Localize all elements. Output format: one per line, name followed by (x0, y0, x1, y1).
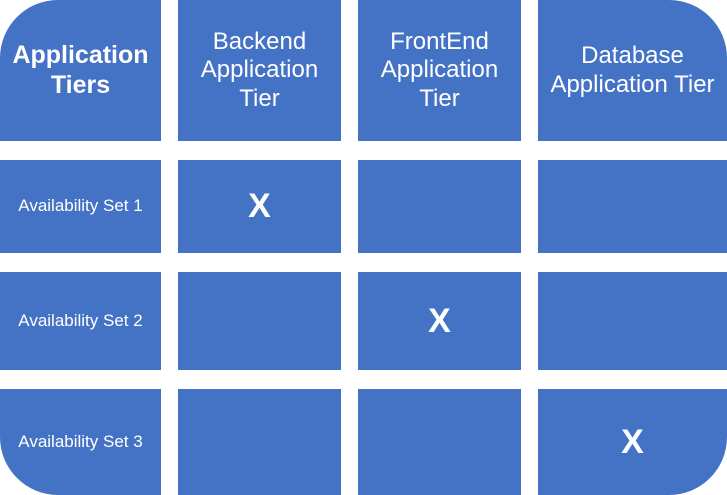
row-header-availability-set-2: Availability Set 2 (0, 272, 161, 370)
matrix-cell-set2-backend (178, 272, 341, 370)
column-header-frontend: FrontEnd Application Tier (358, 0, 521, 141)
row-header-availability-set-1: Availability Set 1 (0, 160, 161, 253)
matrix-cell-set2-frontend: X (358, 272, 521, 370)
matrix-cell-set3-frontend (358, 389, 521, 495)
matrix-cell-set3-backend (178, 389, 341, 495)
matrix-cell-set2-database (538, 272, 727, 370)
column-header-database: Database Application Tier (538, 0, 727, 141)
matrix-cell-set1-frontend (358, 160, 521, 253)
matrix-cell-set1-database (538, 160, 727, 253)
column-header-backend: Backend Application Tier (178, 0, 341, 141)
matrix-corner-title: Application Tiers (0, 0, 161, 141)
row-header-availability-set-3: Availability Set 3 (0, 389, 161, 495)
matrix-cell-set1-backend: X (178, 160, 341, 253)
matrix-cell-set3-database: X (538, 389, 727, 495)
